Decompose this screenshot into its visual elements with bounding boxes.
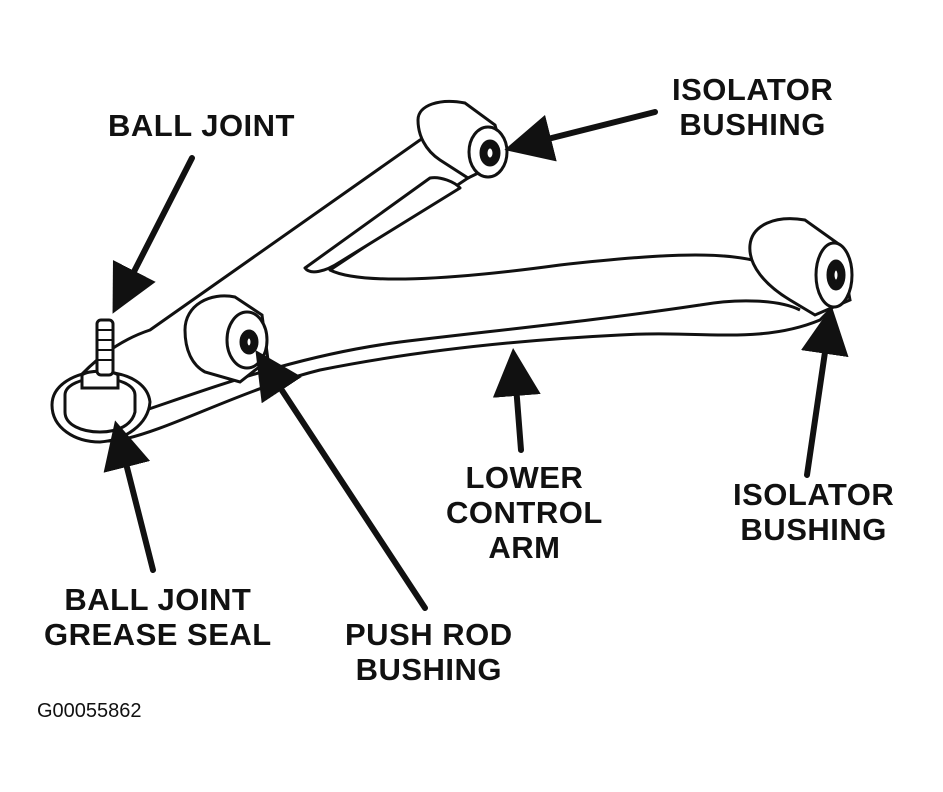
arrow-isolator-right [801, 306, 849, 478]
label-lower-control-arm: LOWER CONTROL ARM [446, 460, 603, 565]
arrow-lower-control-arm [492, 348, 541, 453]
arrow-isolator-top [504, 109, 658, 162]
label-isolator-bushing-top: ISOLATOR BUSHING [672, 72, 834, 142]
label-push-rod-bushing: PUSH ROD BUSHING [345, 617, 513, 687]
arrow-ball-joint [112, 155, 195, 314]
label-ball-joint: BALL JOINT [108, 108, 295, 143]
leader-arrows [103, 109, 849, 611]
label-ball-joint-grease-seal: BALL JOINT GREASE SEAL [44, 582, 272, 652]
isolator-bushing-top-part [416, 99, 509, 180]
arrow-push-rod [255, 349, 428, 611]
arrow-grease-seal [103, 420, 156, 573]
isolator-bushing-right-part [748, 217, 854, 317]
push-rod-bushing-part [183, 294, 270, 384]
label-isolator-bushing-right: ISOLATOR BUSHING [733, 477, 895, 547]
figure-id: G00055862 [37, 700, 142, 722]
